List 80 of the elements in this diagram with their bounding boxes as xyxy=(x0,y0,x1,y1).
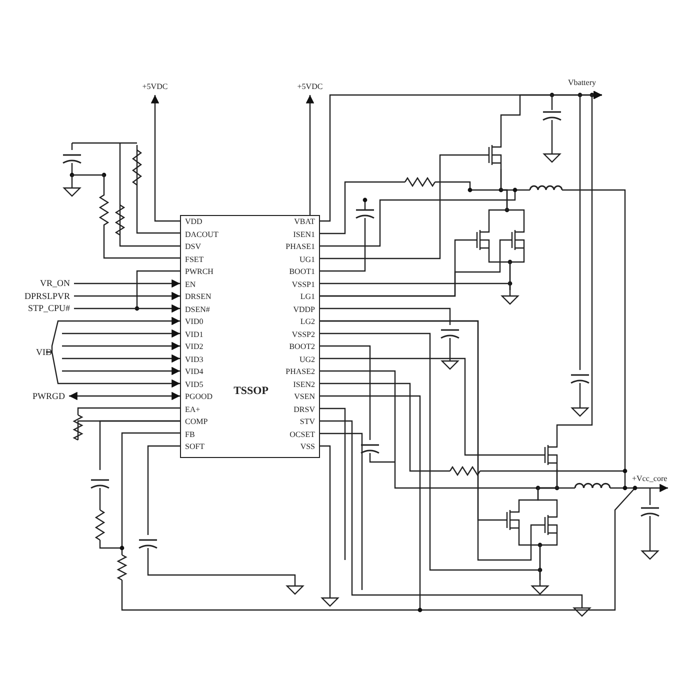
pin-label: DACOUT xyxy=(185,230,218,240)
mosfet-symbol xyxy=(482,140,502,170)
ground-symbol xyxy=(63,181,82,197)
pin-label: UG2 xyxy=(299,354,315,364)
signal-arrow xyxy=(62,379,180,388)
wire xyxy=(539,539,558,580)
signal-arrow xyxy=(62,342,180,350)
mosfet-symbol xyxy=(500,505,520,535)
pin-label: EN xyxy=(185,280,196,290)
pin-label: VID5 xyxy=(185,380,204,390)
pin-label: BOOT1 xyxy=(289,267,315,277)
wire xyxy=(71,174,180,259)
signal-arrow xyxy=(74,304,180,313)
pin-label: ISEN1 xyxy=(293,230,315,240)
pin-label: OCSET xyxy=(290,430,315,440)
mosfet-symbol xyxy=(538,510,558,540)
wire xyxy=(509,254,525,290)
signal-label: VR_ON xyxy=(20,277,70,289)
pin-label: DRSV xyxy=(294,404,315,414)
pin-label: VSSP1 xyxy=(292,280,315,290)
wire xyxy=(320,239,506,297)
signal-label: DPRSLPVR xyxy=(10,290,70,302)
pin-label: PWRCH xyxy=(185,267,214,277)
signal-arrow xyxy=(306,95,314,215)
wire xyxy=(320,445,331,592)
signal-arrow xyxy=(74,279,180,288)
pin-label: PHASE1 xyxy=(286,242,315,252)
pin-label: DSV xyxy=(185,242,202,252)
signal-arrow xyxy=(500,90,602,141)
supply-label: Vbattery xyxy=(560,78,604,88)
signal-arrow xyxy=(62,329,180,338)
pin-label: EA+ xyxy=(185,404,200,414)
mosfet-symbol xyxy=(538,440,558,470)
pin-label: UG1 xyxy=(299,254,315,264)
pin-label: VID4 xyxy=(185,367,204,377)
signal-label: STP_CPU# xyxy=(10,302,70,314)
signal-arrow xyxy=(62,316,180,326)
ground-symbol xyxy=(531,579,550,595)
mosfet-symbol xyxy=(505,225,525,255)
pin-label: FB xyxy=(185,430,195,440)
pin-label: FSET xyxy=(185,254,204,264)
pin-label: VBAT xyxy=(294,217,315,227)
pin-label: VSEN xyxy=(294,392,315,402)
ground-symbol xyxy=(321,591,340,607)
pin-label: VID1 xyxy=(185,330,204,340)
pin-label: LG2 xyxy=(300,317,315,327)
pin-label: ISEN2 xyxy=(293,380,315,390)
supply-label: +5VDC xyxy=(135,82,175,92)
wire xyxy=(320,154,483,260)
pin-label: DRSEN xyxy=(185,292,212,302)
wire xyxy=(537,469,558,511)
pin-label: STV xyxy=(300,417,315,427)
pin-label: LG1 xyxy=(300,292,315,302)
pin-label: PGOOD xyxy=(185,392,213,402)
pin-label: COMP xyxy=(185,417,208,427)
chip-label: TSSOP xyxy=(232,386,270,396)
supply-label: +Vcc_core xyxy=(632,474,668,484)
pin-label: DSEN# xyxy=(185,304,210,314)
pin-label: VDD xyxy=(185,217,202,227)
signal-arrow xyxy=(74,292,180,300)
pin-label: PHASE2 xyxy=(286,367,315,377)
pin-label: VID0 xyxy=(185,317,204,327)
signal-arrow xyxy=(69,392,180,400)
pin-label: VSSP2 xyxy=(292,330,315,340)
pin-label: VSS xyxy=(300,442,315,452)
supply-label: +5VDC xyxy=(290,82,330,92)
pin-label: SOFT xyxy=(185,442,205,452)
wire xyxy=(500,169,525,226)
pin-label: VID2 xyxy=(185,342,204,352)
chip-outline xyxy=(180,215,320,458)
signal-label: PWRGD xyxy=(20,390,65,402)
pin-label: BOOT2 xyxy=(289,342,315,352)
wire xyxy=(320,358,539,456)
ground-symbol xyxy=(501,289,520,305)
pin-label: VID3 xyxy=(185,354,204,364)
pin-label: VDDP xyxy=(293,304,315,314)
signal-arrow xyxy=(150,95,180,222)
signal-arrow xyxy=(62,354,180,363)
mosfet-symbol xyxy=(470,225,490,255)
signal-arrow xyxy=(62,366,180,376)
